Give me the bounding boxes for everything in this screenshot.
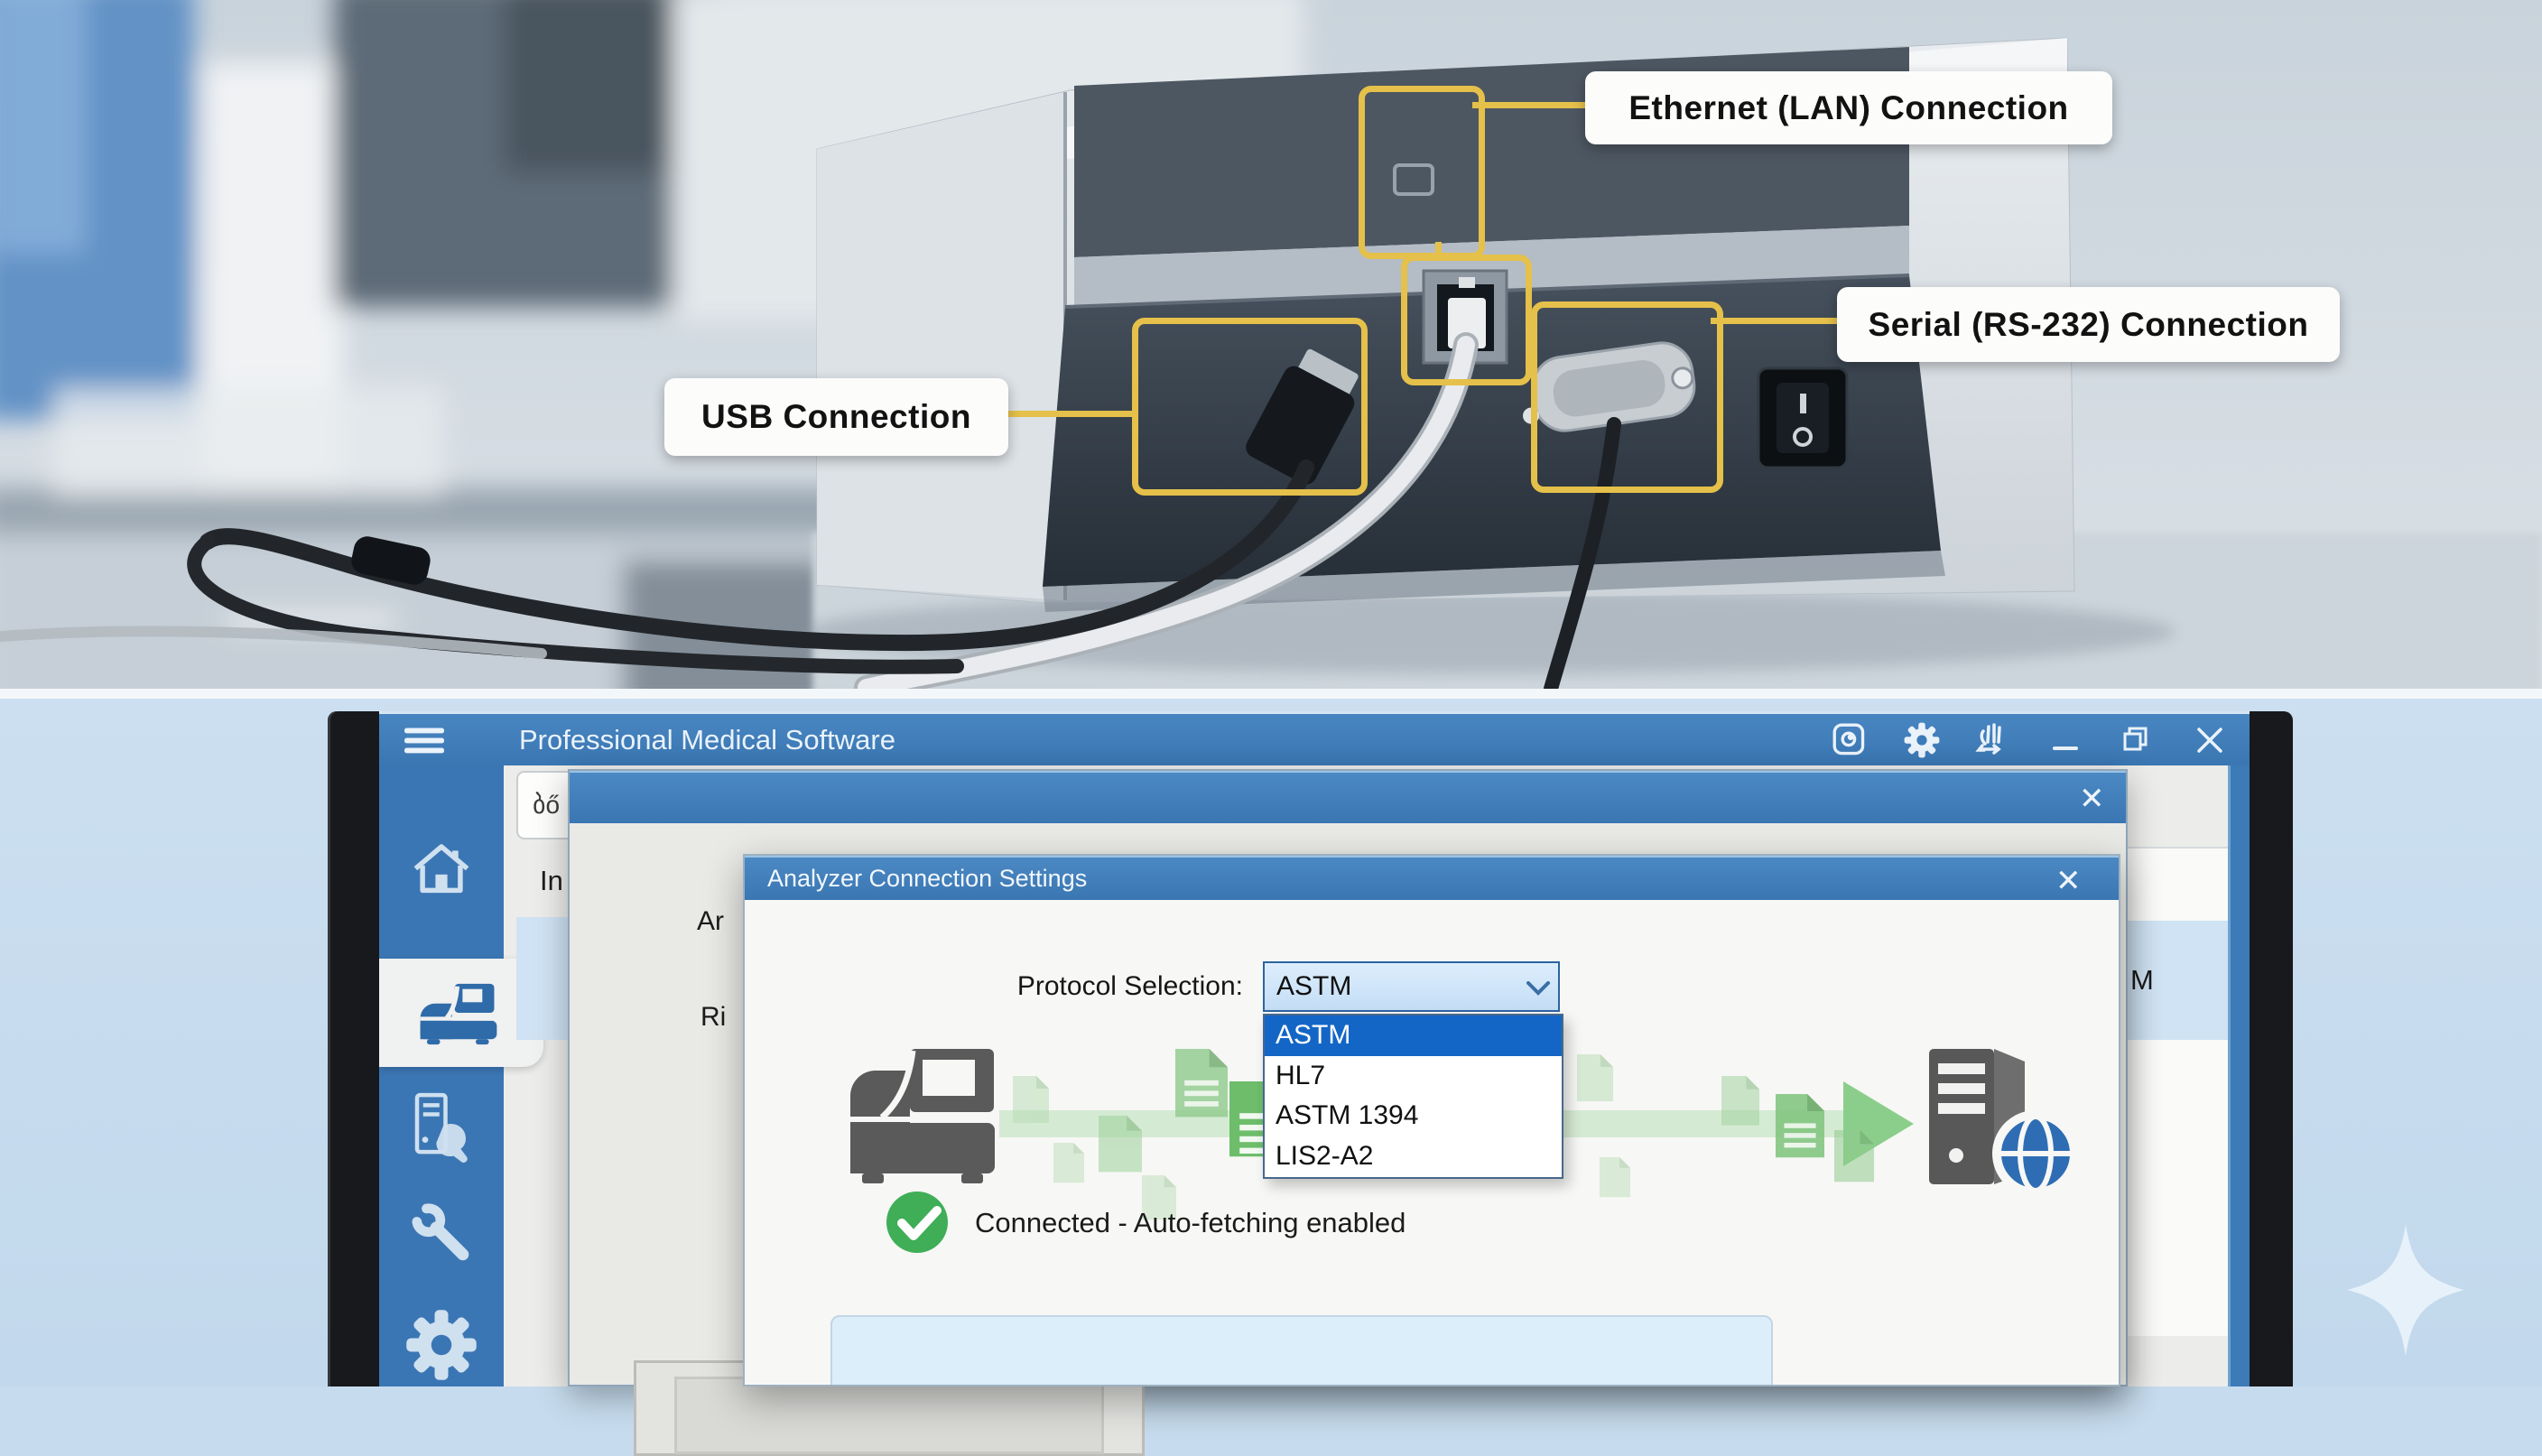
ethernet-callout-line bbox=[1472, 102, 1585, 108]
usb-callout-line bbox=[1008, 411, 1132, 417]
inner-dialog-close-icon[interactable]: ✕ bbox=[2055, 864, 2082, 898]
protocol-selection-label: Protocol Selection: bbox=[1016, 971, 1243, 1001]
close-icon[interactable] bbox=[2190, 720, 2230, 760]
server-tools-icon bbox=[414, 1092, 468, 1163]
lab-scene-graphic bbox=[0, 0, 2542, 689]
outer-dialog-field-label-2: Ri bbox=[700, 1002, 727, 1032]
ethernet-callout-label: Ethernet (LAN) Connection bbox=[1585, 71, 2112, 144]
protocol-select-value: ASTM bbox=[1276, 971, 1352, 1001]
home-icon bbox=[413, 844, 469, 894]
outer-dialog-groupbox-inner bbox=[674, 1377, 1104, 1454]
ethernet-port-highlight-box bbox=[1401, 255, 1532, 385]
chevron-down-icon bbox=[1526, 981, 1550, 996]
serial-connector bbox=[1522, 341, 1696, 432]
app-titlebar: Professional Medical Software bbox=[379, 711, 2250, 765]
sidebar-item-home[interactable] bbox=[386, 821, 496, 912]
instruments-panel-heading: In bbox=[540, 865, 563, 896]
app-window-icon[interactable] bbox=[1830, 720, 1869, 760]
ethernet-upper-highlight-box bbox=[1359, 86, 1485, 259]
outer-dialog-titlebar: ✕ bbox=[570, 771, 2126, 823]
selected-list-row-right[interactable]: M bbox=[2128, 921, 2234, 1040]
analyzer-rear-photo: Ethernet (LAN) Connection Serial (RS-232… bbox=[0, 0, 2542, 689]
inner-dialog-titlebar: Analyzer Connection Settings ✕ bbox=[745, 856, 2119, 900]
serial-port-highlight-box bbox=[1531, 301, 1723, 493]
check-circle-icon bbox=[886, 1192, 948, 1253]
sidebar-item-server-tools[interactable] bbox=[386, 1081, 496, 1172]
connection-status-text: Connected - Auto-fetching enabled bbox=[975, 1207, 1406, 1238]
serial-callout-label: Serial (RS-232) Connection bbox=[1837, 287, 2340, 362]
analyzer-icon bbox=[420, 983, 497, 1045]
analyzer-connection-settings-dialog: Analyzer Connection Settings ✕ bbox=[743, 854, 2120, 1386]
cables bbox=[0, 332, 1621, 689]
server-globe-icon bbox=[1929, 1049, 2079, 1197]
power-switch bbox=[1757, 366, 1849, 469]
protocol-option-astm[interactable]: ASTM bbox=[1265, 1015, 1562, 1056]
dialog-bottom-panel bbox=[830, 1315, 1773, 1385]
usb-port-highlight-box bbox=[1132, 318, 1368, 496]
gear-icon bbox=[406, 1310, 477, 1380]
protocol-select[interactable]: ASTM bbox=[1263, 961, 1560, 1012]
analyzer-machine-icon bbox=[850, 1049, 995, 1183]
protocol-option-hl7[interactable]: HL7 bbox=[1276, 1060, 1326, 1090]
sidebar-item-maintenance[interactable] bbox=[386, 1188, 496, 1278]
usb-plug bbox=[1246, 348, 1359, 485]
protocol-option-astm-1394[interactable]: ASTM 1394 bbox=[1276, 1100, 1419, 1130]
sparkle-icon bbox=[2347, 1224, 2464, 1356]
data-flow-diagram bbox=[850, 1049, 2079, 1253]
ethernet-upper-port-marking bbox=[1393, 163, 1434, 196]
sidebar-nav bbox=[379, 765, 543, 1386]
section-divider bbox=[0, 689, 2542, 699]
ethernet-box-connector bbox=[1435, 242, 1442, 258]
settings-gear-icon[interactable] bbox=[1902, 720, 1942, 760]
usb-callout-label: USB Connection bbox=[664, 378, 1008, 456]
wrench-icon bbox=[412, 1203, 469, 1261]
serial-callout-line bbox=[1711, 318, 1837, 324]
sidebar-item-analyzer-active[interactable] bbox=[379, 959, 543, 1067]
outer-dialog-close-icon[interactable]: ✕ bbox=[2079, 782, 2105, 816]
outer-dialog-field-label-1: Ar bbox=[697, 906, 724, 936]
device-status-icon[interactable] bbox=[1972, 720, 2012, 760]
protocol-dropdown-list: ASTM HL7 ASTM 1394 LIS2-A2 bbox=[1263, 1014, 1563, 1179]
minimize-icon[interactable] bbox=[2046, 720, 2085, 760]
sidebar-item-settings[interactable] bbox=[386, 1300, 496, 1386]
maximize-icon[interactable] bbox=[2116, 720, 2156, 760]
app-title: Professional Medical Software bbox=[519, 724, 895, 756]
inner-dialog-title: Analyzer Connection Settings bbox=[767, 865, 1088, 892]
protocol-option-lis2-a2[interactable]: LIS2-A2 bbox=[1276, 1140, 1374, 1171]
ferrite-bead bbox=[351, 536, 431, 585]
menu-icon[interactable] bbox=[404, 720, 444, 760]
window-frame-right bbox=[2228, 765, 2250, 1386]
